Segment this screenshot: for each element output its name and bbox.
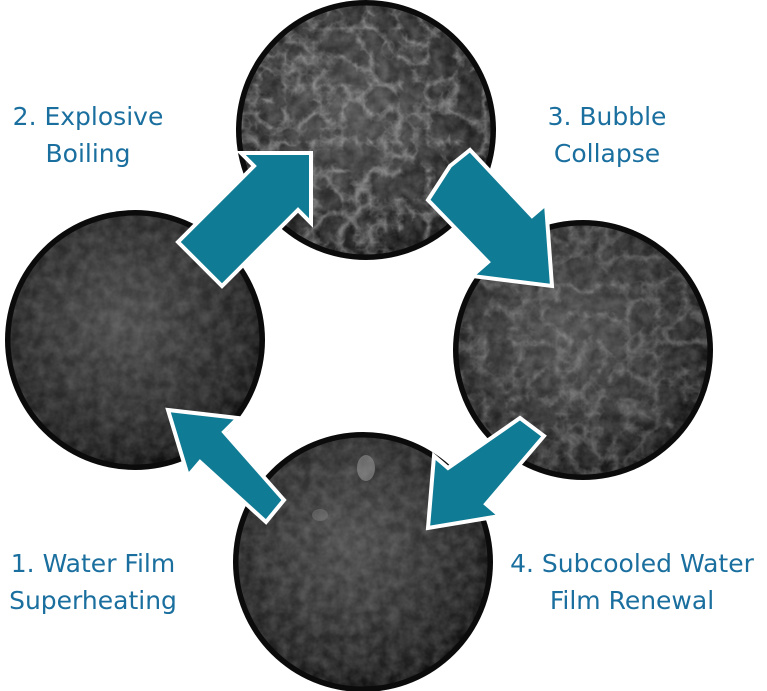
- arrow-superheating-to-boiling: [175, 151, 313, 289]
- stage-label-line: Collapse: [553, 139, 661, 168]
- stage-label-line: 4. Subcooled Water: [510, 549, 754, 578]
- stage-label-line: Boiling: [45, 139, 131, 168]
- stage-label-line: 3. Bubble: [547, 102, 667, 131]
- stage-label-explosive-boiling: 2. Explosive Boiling: [6, 98, 170, 172]
- arrow-boiling-to-collapse: [425, 147, 555, 289]
- stage-label-superheating: 1. Water Film Superheating: [0, 545, 186, 619]
- stage-label-line: Superheating: [9, 586, 177, 615]
- stage-label-line: 2. Explosive: [12, 102, 164, 131]
- arrow-renewal-to-superheating: [165, 407, 287, 525]
- stage-label-line: 1. Water Film: [10, 549, 176, 578]
- arrow-collapse-to-renewal: [425, 415, 547, 531]
- stage-label-line: Film Renewal: [549, 586, 715, 615]
- stage-label-film-renewal: 4. Subcooled Water Film Renewal: [499, 545, 765, 619]
- superheating-photo: [5, 210, 265, 470]
- film-renewal-photo: [233, 432, 493, 691]
- stage-label-bubble-collapse: 3. Bubble Collapse: [532, 98, 682, 172]
